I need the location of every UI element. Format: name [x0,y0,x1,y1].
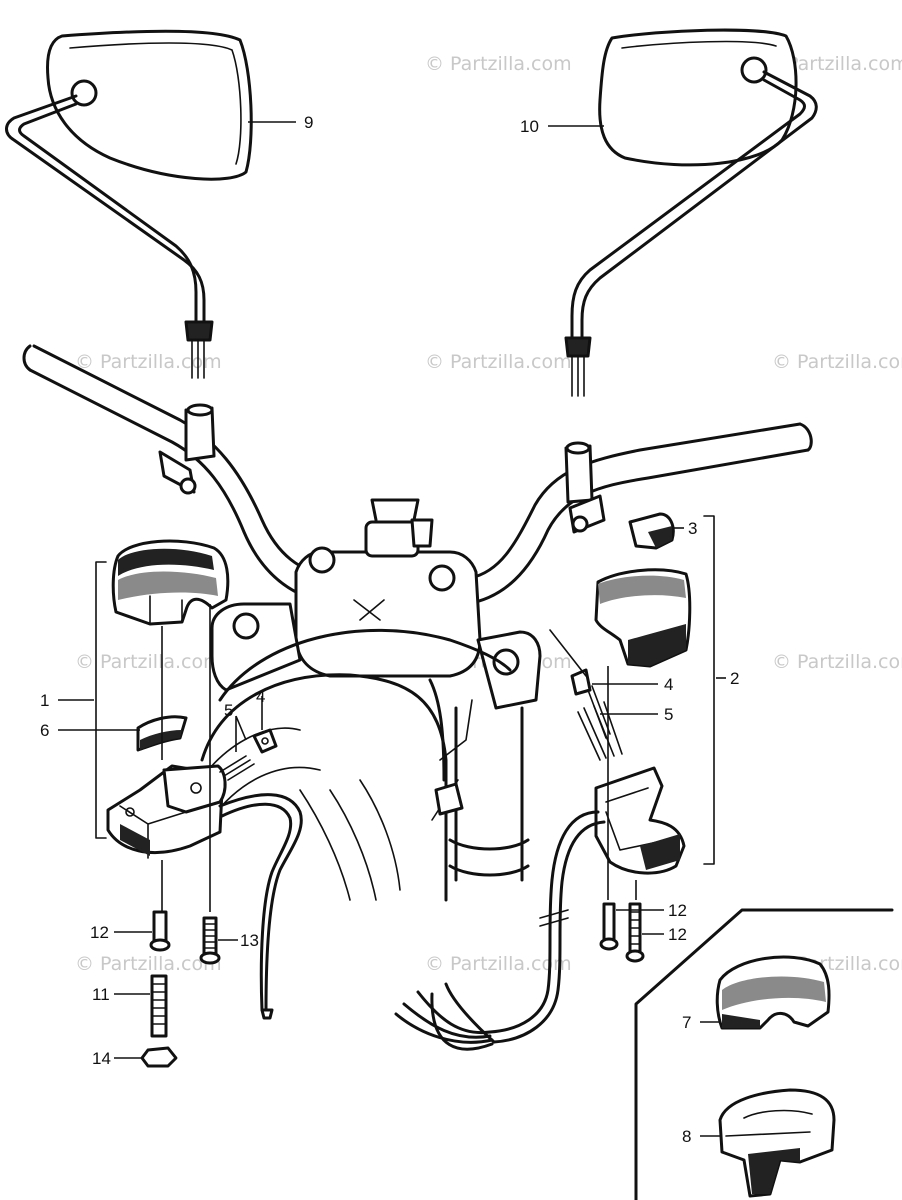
watermark-text: © Partzilla.com [75,351,222,373]
callout-4: 4 [664,675,673,694]
left-switch-lower-housing [106,764,303,1020]
callout-14: 14 [92,1049,111,1068]
callout-4: 4 [256,687,265,706]
fork-top-bridge [199,498,542,902]
callout-lines [58,121,726,1137]
callout-1: 1 [40,691,49,710]
left-mirror [5,29,253,379]
callout-5: 5 [664,705,673,724]
watermark-text: © Partzilla.com [772,351,902,373]
callout-13: 13 [240,931,259,950]
left-switch-upper-housing [111,539,230,626]
watermark-text: © Partzilla.com [772,651,902,673]
right-mirror [564,28,818,397]
group-brackets [95,515,715,865]
watermark-text: © Partzilla.com [75,651,222,673]
watermark-text: © Partzilla.com [425,53,572,75]
callout-12: 12 [668,925,687,944]
callout-8: 8 [682,1127,691,1146]
right-switch-lower-housing [394,629,686,1051]
callout-10: 10 [520,117,539,136]
watermark-text: © Partzilla.com [425,953,572,975]
callout-7: 7 [682,1013,691,1032]
inset-alternate-parts [634,908,894,1200]
callout-2: 2 [730,669,739,688]
callout-5: 5 [224,701,233,720]
callout-12: 12 [90,923,109,942]
screws-and-nuts [140,902,645,1068]
callout-6: 6 [40,721,49,740]
callout-11: 11 [92,985,110,1004]
callout-9: 9 [304,113,313,132]
watermark-text: © Partzilla.com [75,953,222,975]
callout-labels: 9 10 3 2 4 5 1 6 5 4 12 13 11 14 12 12 7… [40,113,739,1146]
right-switch-upper-housing [594,512,692,668]
callout-12: 12 [668,901,687,920]
watermark-text: © Partzilla.com [425,351,572,373]
callout-3: 3 [688,519,697,538]
